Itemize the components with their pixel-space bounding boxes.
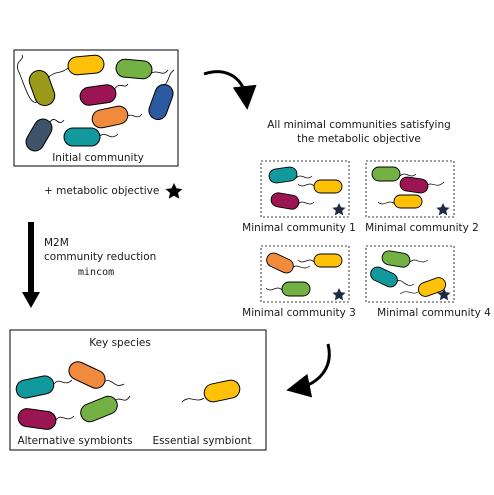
- bacterium-icon: [266, 252, 311, 274]
- star-icon: [165, 183, 183, 199]
- bacterium-icon: [377, 194, 423, 209]
- star-icon: [332, 288, 346, 301]
- key-species-panel: Key species Alternative symbionts Essent…: [9, 329, 267, 451]
- bacterium-icon: [268, 166, 313, 184]
- minimal-community-1: Minimal community 1: [242, 160, 356, 234]
- bacterium-icon: [47, 54, 105, 79]
- key-species-heading: Key species: [89, 337, 151, 349]
- minimal-community-2: Minimal community 2: [365, 160, 479, 234]
- bacterium-icon: [148, 69, 175, 120]
- bacterium-icon: [80, 395, 131, 423]
- bacterium-icon: [371, 166, 417, 182]
- bacterium-icon: [115, 58, 169, 80]
- star-icon: [436, 203, 450, 216]
- initial-community-panel: Initial community: [13, 49, 179, 167]
- bacterium-icon: [15, 375, 73, 399]
- metabolic-objective-label: + metabolic objective: [44, 185, 159, 197]
- m2m-label: M2M: [44, 237, 69, 249]
- minimal-community-3-label: Minimal community 3: [242, 307, 356, 319]
- bacterium-icon: [265, 281, 311, 297]
- star-icon: [332, 203, 346, 216]
- all-minimal-heading-line1: All minimal communities satisfying: [267, 119, 451, 131]
- bacterium-icon: [91, 105, 143, 129]
- bacterium-icon: [17, 54, 56, 107]
- bacterium-icon: [181, 379, 241, 403]
- minimal-community-3: Minimal community 3: [242, 245, 356, 319]
- minimal-community-4: Minimal community 4: [365, 245, 491, 319]
- down-arrow-icon: [22, 222, 40, 308]
- bacterium-icon: [297, 253, 343, 268]
- mincom-command: mincom: [78, 267, 114, 278]
- minimal-community-2-label: Minimal community 2: [365, 222, 479, 234]
- curved-arrow-icon: [203, 70, 257, 110]
- bacterium-icon: [63, 127, 119, 147]
- alternative-symbionts-label: Alternative symbionts: [17, 435, 132, 447]
- curved-arrow-icon: [286, 343, 331, 398]
- minimal-community-4-label: Minimal community 4: [377, 307, 491, 319]
- initial-community-label: Initial community: [52, 152, 144, 164]
- bacterium-icon: [270, 192, 315, 210]
- bacterium-icon: [297, 179, 343, 194]
- bacterium-icon: [399, 277, 447, 297]
- essential-symbiont-label: Essential symbiont: [152, 435, 251, 447]
- star-icon: [437, 288, 451, 301]
- metabolic-objective: + metabolic objective: [44, 183, 183, 199]
- bacterium-icon: [17, 408, 75, 430]
- community-reduction-label: community reduction: [44, 251, 156, 263]
- bacterium-icon: [370, 266, 415, 288]
- bacterium-icon: [399, 176, 445, 194]
- bacterium-icon: [79, 83, 129, 106]
- bacterium-icon: [68, 361, 125, 389]
- minimal-community-1-label: Minimal community 1: [242, 222, 356, 234]
- all-minimal-heading-line2: the metabolic objective: [297, 133, 421, 145]
- bacterium-icon: [381, 250, 429, 268]
- bacterium-icon: [25, 118, 65, 152]
